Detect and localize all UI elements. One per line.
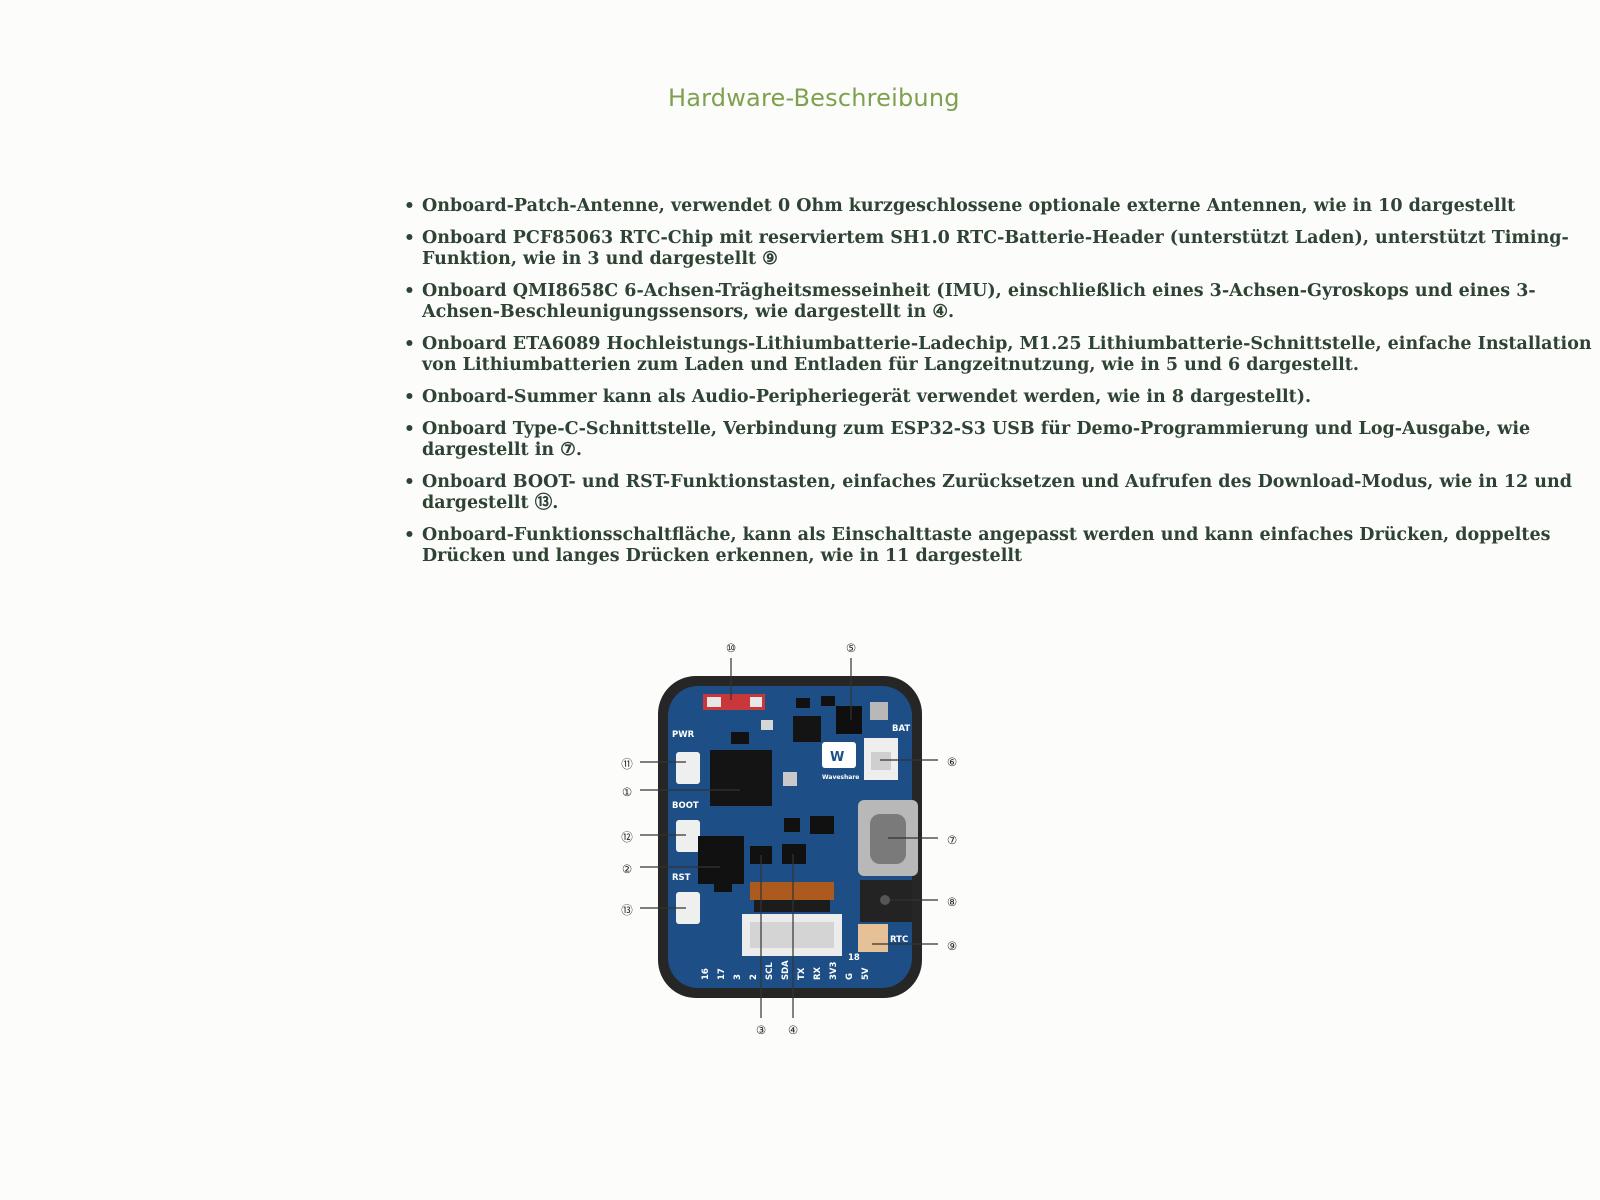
callout-label: ⑨ <box>947 939 957 953</box>
page-title: Hardware-Beschreibung <box>668 84 960 112</box>
feature-function-button: Onboard-Funktionsschaltfläche, kann als … <box>402 525 1594 567</box>
callout-label: ⑤ <box>846 641 856 655</box>
rst-silk: RST <box>672 873 691 883</box>
callout-label: ② <box>622 862 632 876</box>
waveshare-logo <box>822 742 856 768</box>
boot-silk: BOOT <box>672 801 699 811</box>
board-illustration: PWR BOOT RST BAT RTC W Waveshare <box>621 641 957 1037</box>
callout-label: ⑪ <box>621 757 633 771</box>
feature-type-c: Onboard Type-C-Schnittstelle, Verbindung… <box>402 419 1594 461</box>
callout-label: ⑦ <box>947 833 957 847</box>
callout-label: ⑫ <box>621 830 633 844</box>
pwr-button <box>676 752 700 784</box>
charger-chip <box>836 706 862 734</box>
pin-label: TX <box>797 967 807 980</box>
callout-label: ① <box>622 785 632 799</box>
callout-label: ⑧ <box>947 895 957 909</box>
bat-silk: BAT <box>892 724 910 734</box>
pin-label: G <box>845 973 855 980</box>
pin-label: 17 <box>717 968 727 980</box>
pwr-silk: PWR <box>672 730 695 740</box>
rtc-connector <box>858 924 888 952</box>
feature-battery-charger: Onboard ETA6089 Hochleistungs-Lithiumbat… <box>402 334 1594 376</box>
callout-label: ⑥ <box>947 755 957 769</box>
rst-button <box>676 892 700 924</box>
pin-label: SCL <box>765 962 775 980</box>
esp32-chip <box>710 750 772 806</box>
rtc-silk: RTC <box>890 935 908 945</box>
svg-text:W: W <box>830 750 844 765</box>
pin-label: 5V <box>861 967 871 980</box>
feature-imu: Onboard QMI8658C 6-Achsen-Trägheitsmesse… <box>402 281 1594 323</box>
callout-label: ⑬ <box>621 903 633 917</box>
feature-list: Onboard-Patch-Antenne, verwendet 0 Ohm k… <box>402 196 1594 578</box>
hardware-diagram: PWR BOOT RST BAT RTC W Waveshare <box>600 640 1020 1070</box>
callout-5: ⑤ <box>846 641 856 655</box>
callout-label: ③ <box>756 1023 766 1037</box>
imu-chip <box>782 844 806 864</box>
pin-label: RX <box>813 966 823 980</box>
feature-antenna: Onboard-Patch-Antenne, verwendet 0 Ohm k… <box>402 196 1594 217</box>
connector-number-silk: 18 <box>848 953 860 963</box>
callout-10: ⑩ <box>726 641 736 655</box>
callout-label: ⑩ <box>726 641 736 655</box>
feature-boot-rst: Onboard BOOT- und RST-Funktionstasten, e… <box>402 472 1594 514</box>
feature-buzzer: Onboard-Summer kann als Audio-Peripherie… <box>402 387 1594 408</box>
pin-label: 2 <box>749 974 759 980</box>
pin-label: 3V3 <box>829 962 839 980</box>
pin-label: 3 <box>733 974 743 980</box>
callout-label: ④ <box>788 1023 798 1037</box>
display-fpc <box>750 882 834 900</box>
feature-rtc: Onboard PCF85063 RTC-Chip mit reserviert… <box>402 228 1594 270</box>
pin-label: SDA <box>781 960 791 980</box>
brand-silk: Waveshare <box>822 774 859 781</box>
boot-button <box>676 820 700 852</box>
pin-label: 16 <box>701 968 711 980</box>
